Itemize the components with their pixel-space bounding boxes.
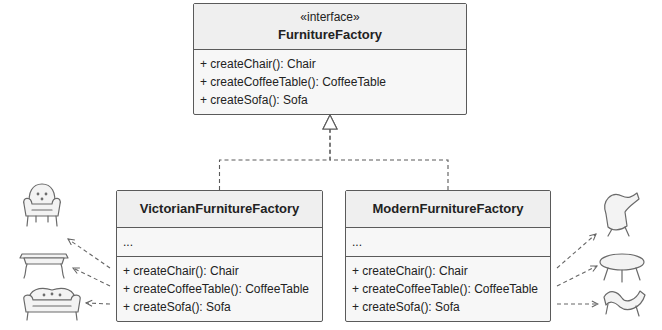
member: ... <box>352 233 362 251</box>
member: + createCoffeeTable(): CoffeeTable <box>352 280 538 298</box>
hollow-triangle <box>323 115 337 129</box>
class-compartment: + createChair(): Chair+ createCoffeeTabl… <box>346 256 550 321</box>
member: + createCoffeeTable(): CoffeeTable <box>200 73 386 91</box>
modern-coffee-table <box>600 254 644 282</box>
stereotype: «interface» <box>300 8 359 26</box>
dependency-arrow <box>73 268 110 286</box>
hollow-triangle <box>323 115 337 129</box>
class-box: VictorianFurnitureFactory... + createChai… <box>116 190 323 322</box>
realization-arrow <box>220 115 338 190</box>
class-name: VictorianFurnitureFactory <box>140 200 299 218</box>
class-box: ModernFurnitureFactory... + createChair()… <box>345 190 551 322</box>
dependency-arrow <box>557 303 598 304</box>
victorian-coffee-table <box>20 254 68 278</box>
dependency-arrow <box>68 239 110 268</box>
class-compartment: ... <box>346 227 550 256</box>
class-header: VictorianFurnitureFactory <box>117 191 322 227</box>
member: + createCoffeeTable(): CoffeeTable <box>123 280 309 298</box>
class-header: ModernFurnitureFactory <box>346 191 550 227</box>
realization-arrow <box>323 115 448 190</box>
member: + createChair(): Chair <box>352 262 468 280</box>
modern-sofa <box>604 291 645 316</box>
dependency-arrow <box>86 303 110 304</box>
dependency-arrow <box>557 234 596 268</box>
member: + createSofa(): Sofa <box>352 298 460 316</box>
class-name: FurnitureFactory <box>278 26 382 44</box>
dashed-line <box>330 129 448 190</box>
member: + createSofa(): Sofa <box>123 298 231 316</box>
class-compartment: ... <box>117 227 322 256</box>
modern-chair <box>605 193 639 236</box>
class-compartment: + createChair(): Chair+ createCoffeeTabl… <box>194 49 466 114</box>
member: + createChair(): Chair <box>123 262 239 280</box>
dashed-line <box>220 129 331 190</box>
member: + createSofa(): Sofa <box>200 91 308 109</box>
dependency-arrow <box>557 266 597 286</box>
class-header: «interface»FurnitureFactory <box>194 4 466 49</box>
member: ... <box>123 233 133 251</box>
interface-box: «interface»FurnitureFactory+ createChair… <box>193 3 467 115</box>
member: + createChair(): Chair <box>200 55 316 73</box>
class-compartment: + createChair(): Chair+ createCoffeeTabl… <box>117 256 322 321</box>
class-name: ModernFurnitureFactory <box>373 200 524 218</box>
victorian-chair <box>24 184 61 226</box>
victorian-sofa <box>24 288 81 320</box>
